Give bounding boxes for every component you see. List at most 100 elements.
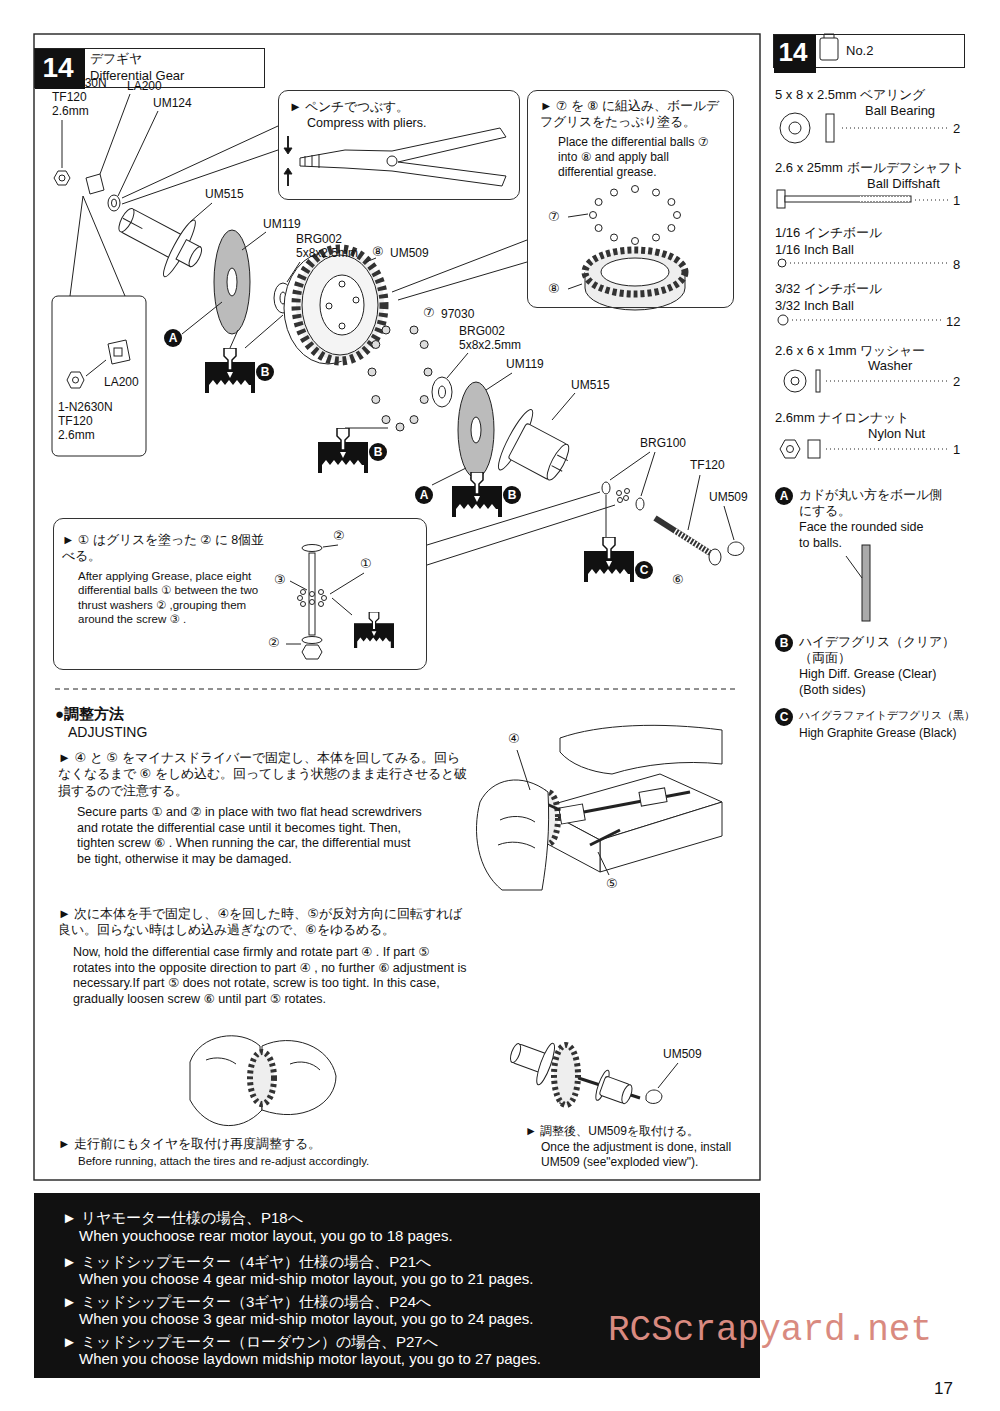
label-slot: ⑦ — [423, 305, 435, 321]
label-slot: Now, hold the differential case firmly a… — [73, 945, 468, 1008]
label-text: 5x8x2.5mm — [296, 246, 358, 261]
label-slot: TF120 — [690, 458, 725, 473]
label-slot: ① — [360, 556, 372, 572]
callout-box: ► ① はグリスを塗った ② に 8個並べる。 After applying Gr… — [53, 518, 427, 670]
text-slot: ► リヤモーター仕様の場合、P18へ — [62, 1209, 303, 1228]
text-slot: ► ミッドシップモーター（3ギヤ）仕様の場合、P24へ — [62, 1293, 431, 1312]
label-text: UM509 — [709, 490, 748, 505]
label-slot: 97030 — [441, 307, 474, 322]
label-slot: ② — [333, 528, 345, 544]
text-slot: Differential Gear — [90, 68, 260, 84]
label-slot: ② — [268, 635, 280, 651]
label-slot: C — [635, 561, 653, 579]
label-text: 2.6mm — [58, 428, 95, 443]
label-text: 1 — [953, 442, 960, 458]
text-slot: ► ① はグリスを塗った ② に 8個並べる。 — [62, 533, 272, 564]
label-slot: A — [415, 486, 433, 504]
label-slot: 1 — [953, 442, 960, 458]
label-text: UM515 — [205, 187, 244, 202]
text-slot: When youchoose rear motor layout, you go… — [79, 1227, 453, 1246]
label-slot: High Graphite Grease (Black) — [799, 726, 956, 741]
text-slot: Place the differential balls ⑦ into ⑧ an… — [558, 135, 723, 180]
text-slot: 14 — [774, 36, 812, 69]
text-slot: After applying Grease, place eight diffe… — [78, 569, 266, 627]
label-text: Ball Bearing — [865, 103, 935, 119]
label-text: ADJUSTING — [68, 724, 147, 742]
label-text: Nylon Nut — [868, 426, 925, 442]
label-slot: 2.6mm ナイロンナット — [775, 410, 909, 426]
label-slot: 1-N2630N — [58, 400, 113, 415]
node-text: Place the differential balls ⑦ into ⑧ an… — [558, 135, 723, 180]
grease-marker: A — [164, 329, 182, 347]
label-slot: 2.6mm — [58, 428, 95, 443]
label-text: 5x8x2.5mm — [459, 338, 521, 353]
label-slot: B — [503, 486, 521, 504]
label-slot: UM124 — [153, 96, 192, 111]
node-text: デフギヤ — [90, 51, 260, 67]
node-text: ► リヤモーター仕様の場合、P18へ — [62, 1209, 303, 1228]
label-text: 8 — [953, 257, 960, 273]
label-slot: Face the rounded side to balls. — [799, 520, 934, 551]
label-text: 17 — [934, 1378, 953, 1399]
label-text: BRG002 — [459, 324, 505, 339]
label-text: Face the rounded side to balls. — [799, 520, 934, 551]
step-number: 14 — [35, 50, 81, 85]
text-slot: When you choose 3 gear mid-ship motor la… — [79, 1310, 533, 1329]
step-number: 14 — [774, 36, 812, 69]
grease-marker: B — [775, 634, 793, 652]
label-text: ●調整方法 — [55, 705, 124, 724]
label-text: High Diff. Grease (Clear) (Both sides) — [799, 667, 964, 698]
label-slot: UM509 — [709, 490, 748, 505]
label-slot: B — [775, 634, 793, 652]
grease-marker: C — [775, 708, 793, 726]
text-slot: ► ミッドシップモーター（4ギヤ）仕様の場合、P21へ — [62, 1253, 431, 1272]
label-slot: 17 — [934, 1378, 953, 1399]
label-text: UM124 — [153, 96, 192, 111]
step-header: デフギヤDifferential Gear 14 — [34, 48, 265, 88]
label-text: ⑦ — [548, 209, 560, 225]
label-slot: LA200 — [104, 375, 139, 390]
label-text: ► ④ と ⑤ をマイナスドライバーで固定し、本体を回してみる。回らなくなるまで… — [58, 750, 468, 799]
label-text: 97030 — [441, 307, 474, 322]
label-slot: Once the adjustment is done, install UM5… — [541, 1140, 766, 1170]
label-text: ④ — [508, 731, 520, 747]
label-text: ① — [360, 556, 372, 572]
label-text: 12 — [946, 314, 960, 330]
label-slot: ► ④ と ⑤ をマイナスドライバーで固定し、本体を回してみる。回らなくなるまで… — [58, 750, 468, 799]
label-slot: BRG002 — [296, 232, 342, 247]
label-slot: TF120 — [58, 414, 93, 429]
label-text: UM119 — [506, 357, 544, 372]
text-slot: Compress with pliers. — [307, 116, 507, 132]
label-text: UM119 — [263, 217, 301, 232]
label-text: ⑦ — [423, 305, 435, 321]
label-text: ⑧ — [548, 281, 560, 297]
label-slot: C — [775, 708, 793, 726]
label-text: ► 調整後、UM509を取付ける。 — [525, 1124, 699, 1139]
label-slot: BRG100 — [640, 436, 686, 451]
text-slot: No.2 — [846, 43, 906, 59]
grease-marker: B — [503, 486, 521, 504]
label-text: ハイグラファイトデフグリス（黒） — [799, 709, 975, 723]
step-number: 14 — [774, 35, 816, 73]
node-text: ► ミッドシップモーター（ローダウン）の場合、P27へ — [62, 1333, 438, 1352]
label-slot: ► 調整後、UM509を取付ける。 — [525, 1124, 699, 1139]
node-text: When you choose 3 gear mid-ship motor la… — [79, 1310, 533, 1329]
node-text: ► ミッドシップモーター（3ギヤ）仕様の場合、P24へ — [62, 1293, 431, 1312]
label-slot: 2.6 x 25mm ボールデフシャフト — [775, 160, 964, 176]
label-slot: ► 次に本体を手で固定し、④を回した時、⑤が反対方向に回転すれば良い。回らない時… — [58, 906, 468, 939]
label-text: ② — [268, 635, 280, 651]
grease-marker: B — [369, 443, 387, 461]
label-text: 5 x 8 x 2.5mm ベアリング — [775, 87, 925, 103]
label-slot: 1 — [953, 193, 960, 209]
text-slot: ► ⑦ を ⑧ に組込み、ボールデフグリスをたっぷり塗る。 — [540, 99, 727, 130]
text-slot: When you choose 4 gear mid-ship motor la… — [79, 1270, 533, 1289]
label-slot: TF120 — [52, 90, 87, 105]
label-text: 2.6 x 6 x 1mm ワッシャー — [775, 343, 925, 359]
label-slot: B — [256, 363, 274, 381]
label-slot: A — [775, 487, 793, 505]
label-slot: ハイデフグリス（クリア）（両面） — [799, 634, 964, 667]
label-slot: B — [369, 443, 387, 461]
label-text: 2.6mm — [52, 104, 89, 119]
parts-header: No.2 14 — [773, 34, 965, 68]
label-text: BRG002 — [296, 232, 342, 247]
